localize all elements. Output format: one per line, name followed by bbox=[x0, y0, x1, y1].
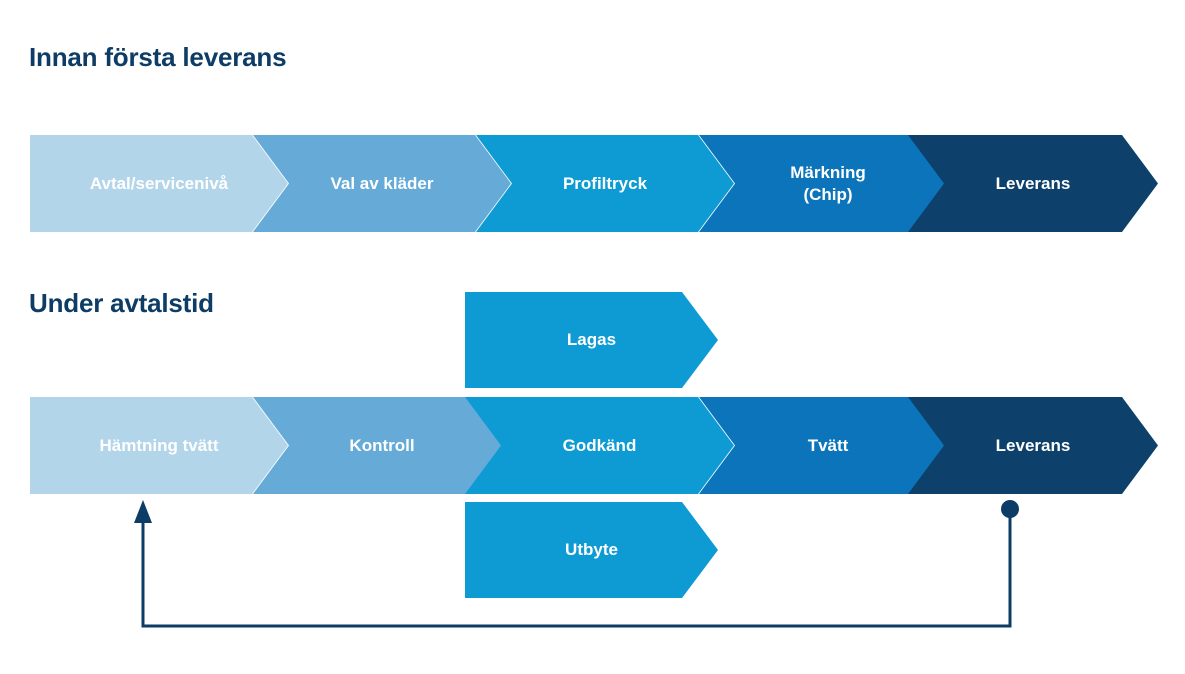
process-step-markning-chip[interactable]: Märkning (Chip) bbox=[699, 135, 957, 232]
process-step-godkand[interactable]: Godkänd bbox=[465, 397, 734, 494]
feedback-loop-start-dot-icon bbox=[1001, 500, 1019, 518]
process-step-label: Tvätt bbox=[807, 435, 849, 455]
process-step-label: Leverans bbox=[995, 173, 1071, 193]
process-step-leverans-first[interactable]: Leverans bbox=[908, 135, 1158, 232]
process-branch-lagas[interactable]: Lagas bbox=[465, 292, 718, 388]
process-step-leverans-during[interactable]: Leverans bbox=[908, 397, 1158, 494]
section-heading-before-first-delivery: Innan första leverans bbox=[29, 42, 287, 72]
process-step-val-av-klader[interactable]: Val av kläder bbox=[253, 135, 511, 232]
process-step-label: Profiltryck bbox=[562, 173, 648, 193]
process-step-profiltryck[interactable]: Profiltryck bbox=[476, 135, 734, 232]
process-step-label: Hämtning tvätt bbox=[99, 435, 219, 455]
process-branch-label: Lagas bbox=[566, 330, 617, 350]
process-branch-utbyte[interactable]: Utbyte bbox=[465, 502, 718, 598]
process-row-during-contract: Hämtning tvätt Kontroll Godkänd Tvätt Le… bbox=[0, 397, 1185, 494]
process-step-avtal-servieniva[interactable]: Avtal/servicenivå bbox=[30, 135, 288, 232]
process-step-label-line1: Märkning bbox=[790, 163, 866, 183]
process-step-tvatt[interactable]: Tvätt bbox=[699, 397, 957, 494]
process-step-label: Val av kläder bbox=[330, 173, 434, 193]
process-step-label: Avtal/servicenivå bbox=[89, 173, 229, 193]
process-step-label: Kontroll bbox=[349, 435, 415, 455]
process-step-label: Leverans bbox=[995, 435, 1071, 455]
process-step-label: Märkning (Chip) bbox=[778, 162, 878, 205]
process-step-label: Godkänd bbox=[562, 435, 637, 455]
feedback-loop-arrowhead-icon bbox=[134, 500, 152, 523]
process-branch-label: Utbyte bbox=[565, 540, 618, 560]
process-step-label-line2: (Chip) bbox=[803, 184, 853, 204]
process-step-kontroll[interactable]: Kontroll bbox=[253, 397, 511, 494]
section-heading-during-contract: Under avtalstid bbox=[29, 288, 214, 318]
process-step-hamtning-tvatt[interactable]: Hämtning tvätt bbox=[30, 397, 288, 494]
process-row-before-first-delivery: Avtal/servicenivå Val av kläder Profiltr… bbox=[0, 135, 1185, 232]
